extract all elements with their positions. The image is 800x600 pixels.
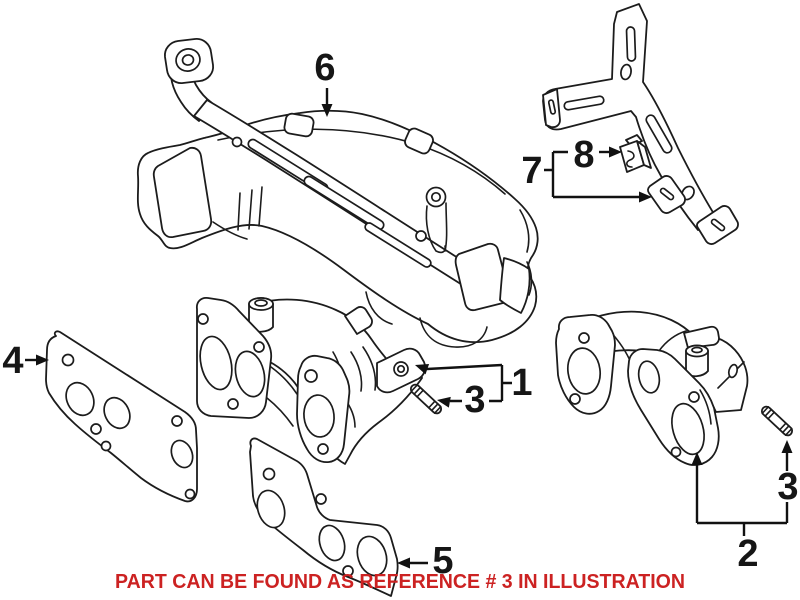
heat-shield-window <box>152 146 213 239</box>
heat-shield-flap-right <box>404 127 434 155</box>
callout-5-arrowhead <box>397 557 410 569</box>
callout-2-label: 2 <box>737 533 758 575</box>
callout-5-label: 5 <box>432 540 453 582</box>
callout-3-left-arrowhead <box>437 396 451 408</box>
callout-3-right-label: 3 <box>777 466 798 508</box>
callout-6: 6 <box>314 47 336 117</box>
callout-4-arrowhead <box>36 354 49 366</box>
callout-1-leader <box>426 363 512 401</box>
gasket-lower-ports <box>256 467 388 577</box>
callout-7: 7 <box>521 150 652 203</box>
callout-5: 5 <box>397 540 454 582</box>
callout-7-arrowhead <box>639 191 652 203</box>
manifold-left-flange-ports <box>197 313 266 410</box>
heat-shield-flap-left <box>283 112 315 138</box>
gasket-left-ports <box>61 353 196 500</box>
callout-4: 4 <box>2 340 49 382</box>
exhaust-manifold-right-drawing <box>555 310 749 466</box>
callout-1: 1 <box>415 362 533 404</box>
callout-3-left-label: 3 <box>464 379 485 421</box>
exhaust-manifold-left-drawing <box>195 296 427 465</box>
callout-1-label: 1 <box>511 362 532 404</box>
retaining-clip-drawing <box>619 134 652 173</box>
stud-right-drawing <box>760 405 794 437</box>
callout-7-label: 7 <box>521 150 542 192</box>
callout-2-leader <box>695 463 787 536</box>
callout-4-label: 4 <box>2 340 23 382</box>
callout-6-label: 6 <box>314 47 335 89</box>
callout-8: 8 <box>573 134 622 176</box>
callout-7-leader <box>544 150 640 199</box>
callout-8-arrowhead <box>609 146 622 158</box>
callout-2: 2 <box>691 452 787 575</box>
mounting-bracket-drawing <box>542 3 739 245</box>
callout-3-right-arrowhead <box>781 440 793 453</box>
callout-8-label: 8 <box>573 134 594 176</box>
heat-shield-drawing <box>136 38 539 348</box>
manifold-gasket-left-drawing <box>45 330 198 503</box>
callout-6-arrowhead <box>321 104 333 117</box>
callout-3-left: 3 <box>437 379 502 421</box>
reference-note: PART CAN BE FOUND AS REFERENCE # 3 IN IL… <box>115 571 685 593</box>
heat-shield-body <box>136 109 539 344</box>
manifold-gasket-lower-drawing <box>249 437 399 597</box>
callout-2-arrowhead <box>691 452 703 465</box>
callout-1-arrowhead <box>415 364 430 375</box>
stud-left-drawing <box>409 383 443 415</box>
callout-3-right: 3 <box>777 440 799 523</box>
